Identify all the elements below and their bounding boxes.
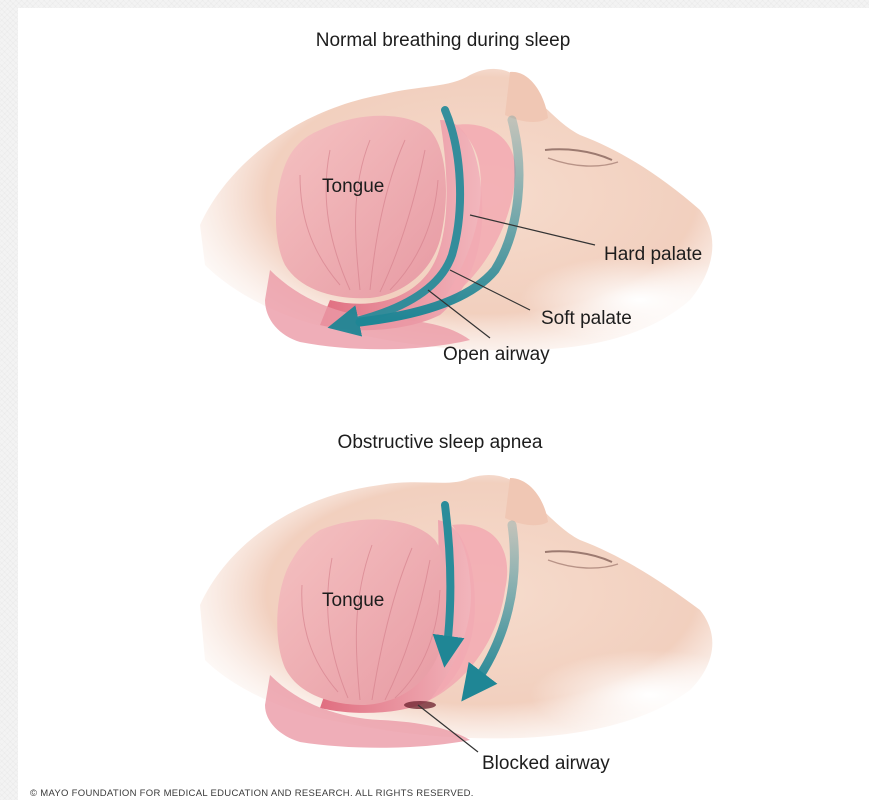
panel-title-apnea: Obstructive sleep apnea xyxy=(338,432,543,454)
label-soft-palate: Soft palate xyxy=(541,308,632,330)
normal-breathing-figure xyxy=(200,69,760,350)
label-tongue-normal: Tongue xyxy=(322,176,384,198)
nose-apnea xyxy=(505,478,548,525)
nose xyxy=(505,72,548,122)
label-blocked-airway: Blocked airway xyxy=(482,753,610,775)
blockage-point xyxy=(404,701,436,709)
sleep-apnea-figure xyxy=(200,475,770,752)
panel-title-normal: Normal breathing during sleep xyxy=(316,30,571,52)
label-hard-palate: Hard palate xyxy=(604,244,702,266)
pillow-apnea xyxy=(530,650,770,740)
pillow xyxy=(520,255,760,345)
label-open-airway: Open airway xyxy=(443,344,550,366)
tongue xyxy=(276,116,446,299)
label-tongue-apnea: Tongue xyxy=(322,590,384,612)
copyright-notice: © MAYO FOUNDATION FOR MEDICAL EDUCATION … xyxy=(30,788,474,799)
